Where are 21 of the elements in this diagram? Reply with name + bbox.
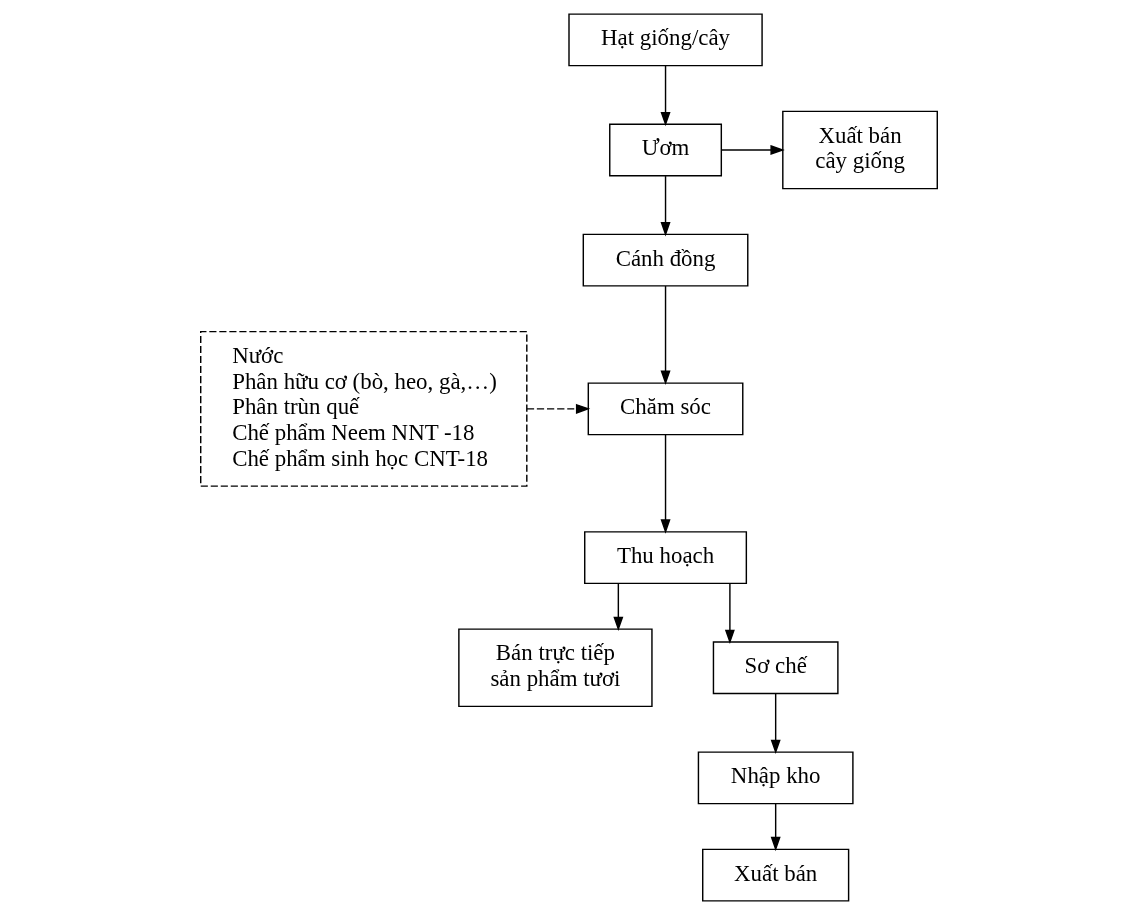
- arrow: [724, 583, 735, 644]
- arrow: [720, 145, 785, 155]
- node-box: Chăm sóc: [587, 382, 743, 436]
- node-box: Bán trực tiếp sản phẩm tươi: [457, 628, 653, 708]
- node-box: Thu hoạch: [583, 531, 747, 585]
- node-box: Xuất bán: [701, 848, 849, 902]
- node-box: Cánh đồng: [582, 233, 748, 287]
- node-box: Xuất bán cây giống: [781, 110, 938, 190]
- node-box: Nhập kho: [697, 751, 854, 805]
- node-box: Hạt giống/cây: [567, 13, 763, 67]
- arrow: [525, 403, 590, 414]
- arrow: [770, 693, 781, 755]
- node-box: Ươm: [608, 123, 722, 177]
- arrow: [660, 285, 671, 385]
- arrow: [770, 803, 781, 852]
- node-box: Sơ chế: [712, 641, 839, 695]
- arrow: [660, 434, 671, 534]
- arrow: [660, 65, 671, 127]
- node-box: Nước Phân hữu cơ (bò, heo, gà,…) Phân trùn quế Chế phẩm Neem NNT -18 Chế phẩm sinh học CNT-18: [199, 330, 528, 487]
- arrow: [612, 583, 623, 632]
- arrow: [660, 175, 671, 237]
